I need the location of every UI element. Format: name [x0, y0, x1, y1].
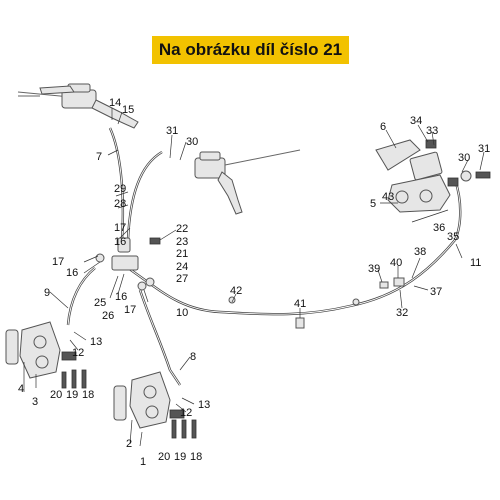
- callout-17: 17: [114, 222, 126, 234]
- callout-13-right: 13: [198, 399, 210, 411]
- callout-13-left: 13: [90, 336, 102, 348]
- brake-distributor: [95, 237, 161, 291]
- callout-27: 27: [176, 273, 188, 285]
- callout-19-left: 19: [66, 389, 78, 401]
- callout-20-right: 20: [158, 451, 170, 463]
- callout-29: 29: [114, 183, 126, 195]
- callout-12-right: 12: [180, 407, 192, 419]
- callout-22: 22: [176, 223, 188, 235]
- callout-21: 21: [176, 248, 188, 260]
- part-number-banner: Na obrázku díl číslo 21: [152, 36, 349, 64]
- callout-23: 23: [176, 236, 188, 248]
- callout-10: 10: [176, 307, 188, 319]
- callout-34: 34: [410, 115, 422, 127]
- callout-33: 33: [426, 125, 438, 137]
- callout-16: 16: [114, 236, 126, 248]
- callout-8: 8: [190, 351, 196, 363]
- callout-15: 15: [122, 104, 134, 116]
- callout-40: 40: [390, 257, 402, 269]
- callout-4: 4: [18, 383, 24, 395]
- right-handlebar-assembly: [194, 149, 301, 215]
- callout-14: 14: [109, 97, 121, 109]
- callout-30-rear: 30: [458, 152, 470, 164]
- callout-18-right: 18: [190, 451, 202, 463]
- callout-24: 24: [176, 261, 188, 273]
- callout-31-rear: 31: [478, 143, 490, 155]
- callout-43: 43: [382, 191, 394, 203]
- callout-17-mid: 17: [124, 304, 136, 316]
- rear-caliper-assembly: [375, 139, 491, 213]
- callout-38: 38: [414, 246, 426, 258]
- callout-18-left: 18: [82, 389, 94, 401]
- callout-37: 37: [430, 286, 442, 298]
- callout-11: 11: [470, 257, 481, 269]
- callout-28: 28: [114, 198, 126, 210]
- callout-32: 32: [396, 307, 408, 319]
- callout-1: 1: [140, 456, 146, 468]
- callout-3: 3: [32, 396, 38, 408]
- front-right-caliper: [113, 371, 185, 429]
- leader-lines: [23, 108, 485, 447]
- callout-17-left: 17: [52, 256, 64, 268]
- callout-30: 30: [186, 136, 198, 148]
- callout-25: 25: [94, 297, 106, 309]
- callout-19-right: 19: [174, 451, 186, 463]
- bolts: [61, 277, 405, 439]
- callout-41: 41: [294, 298, 306, 310]
- callout-20-left: 20: [50, 389, 62, 401]
- callout-42: 42: [230, 285, 242, 297]
- callout-5: 5: [370, 198, 376, 210]
- callout-9: 9: [44, 287, 50, 299]
- callout-16-mid: 16: [115, 291, 127, 303]
- callout-labels: 14 15 7 31 30 6 34 33 30 31 5 43 36 35 1…: [18, 97, 490, 468]
- callout-7: 7: [96, 151, 102, 163]
- callout-35: 35: [447, 231, 459, 243]
- callout-12-left: 12: [72, 347, 84, 359]
- callout-39: 39: [368, 263, 380, 275]
- left-handlebar-assembly: [17, 83, 139, 129]
- callout-2: 2: [126, 438, 132, 450]
- front-left-caliper: [5, 321, 77, 379]
- callout-6: 6: [380, 121, 386, 133]
- callout-16-left: 16: [66, 267, 78, 279]
- callout-26: 26: [102, 310, 114, 322]
- callout-36: 36: [433, 222, 445, 234]
- callout-31: 31: [166, 125, 178, 137]
